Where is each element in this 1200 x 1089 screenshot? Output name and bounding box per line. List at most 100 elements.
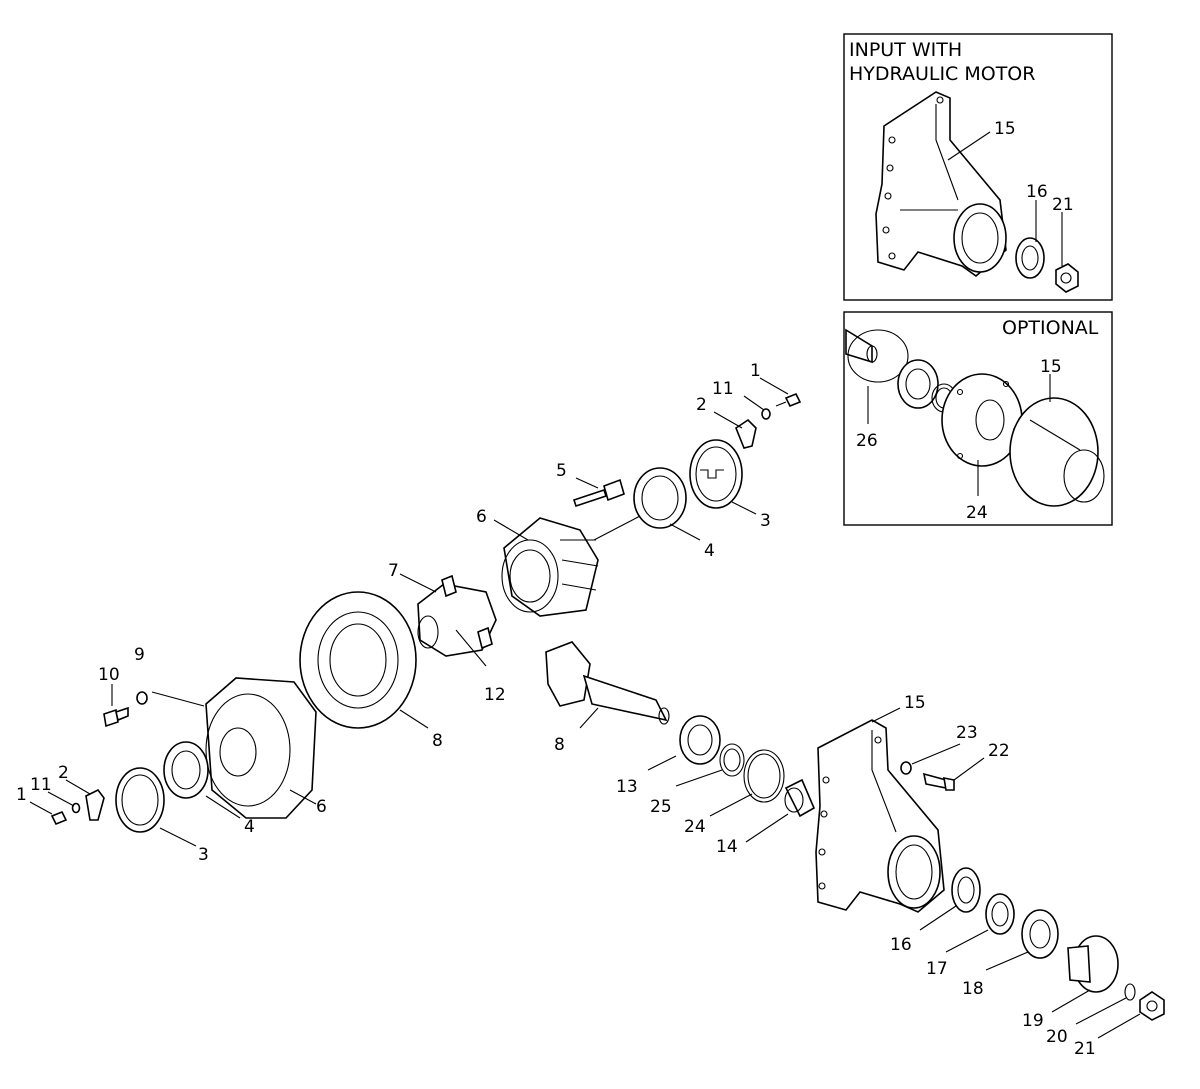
leader-l6 (289, 789, 317, 805)
leader-p13 (647, 755, 677, 771)
leader-c8a (399, 709, 429, 729)
leader-r1 (759, 377, 789, 395)
callout-h15: 15 (994, 119, 1016, 139)
ring-25 (719, 743, 745, 777)
callout-c8a: 8 (432, 731, 443, 751)
callout-o24: 24 (966, 503, 988, 523)
housing-15-main (815, 719, 945, 913)
leader-p21 (1097, 1013, 1141, 1039)
bolt-5 (572, 478, 625, 508)
callout-c12: 12 (484, 685, 506, 705)
callout-r11: 11 (712, 379, 734, 399)
callout-r5: 5 (556, 461, 567, 481)
leader-l1 (29, 801, 53, 815)
callout-r1: 1 (750, 361, 761, 381)
leader-p16 (919, 905, 957, 931)
bearing-16-main (951, 867, 981, 913)
leader-l4 (205, 795, 241, 819)
leader-p19 (1051, 989, 1091, 1013)
flange-19 (1067, 935, 1119, 993)
ring-gear-8 (299, 591, 417, 729)
hydraulic-nut-21 (1055, 263, 1079, 293)
callout-p18: 18 (962, 979, 984, 999)
callout-p21: 21 (1074, 1039, 1096, 1059)
leader-p8b (579, 707, 599, 729)
plate-2-right (735, 418, 757, 449)
callout-o15: 15 (1040, 357, 1062, 377)
callout-p24: 24 (684, 817, 706, 837)
callout-r4: 4 (704, 541, 715, 561)
callout-p22: 22 (988, 741, 1010, 761)
callout-h21: 21 (1052, 195, 1074, 215)
leader-p24 (709, 793, 753, 817)
callout-h15b: 15 (904, 693, 926, 713)
oring-20 (1124, 983, 1136, 1001)
optional-bearing (897, 359, 939, 409)
leader-p18 (985, 951, 1029, 971)
optional-oring-26 (847, 329, 909, 383)
spider-7 (417, 574, 497, 657)
inset-optional: OPTIONAL (843, 311, 1113, 526)
leader-l3 (159, 827, 197, 847)
leader-h15b (871, 707, 901, 723)
leader-p25 (675, 769, 723, 787)
callout-p25: 25 (650, 797, 672, 817)
callout-h16: 16 (1026, 182, 1048, 202)
leader-bearing-to-case (593, 515, 641, 541)
leader-c7 (399, 573, 437, 593)
bearing-4-right (633, 467, 687, 529)
pinion-8 (545, 641, 670, 725)
callout-l6: 6 (316, 797, 327, 817)
bearing-4-left (163, 741, 209, 799)
callout-p17: 17 (926, 959, 948, 979)
leader-h15 (947, 131, 991, 161)
leader-p17 (945, 929, 989, 953)
washer-11-left (71, 802, 81, 814)
right-side-assembly: 1 11 2 3 5 4 6 7 12 8 (299, 361, 802, 751)
nut-21-main (1139, 991, 1165, 1021)
leader-r2 (713, 411, 743, 429)
leader-p22 (953, 757, 985, 781)
plate-2-left (85, 788, 105, 821)
callout-r3: 3 (760, 511, 771, 531)
callout-l9: 9 (134, 645, 145, 665)
leader-r3 (731, 501, 757, 515)
inset-optional-title: OPTIONAL (1002, 317, 1099, 339)
bolt-10 (103, 706, 129, 728)
optional-shaft (845, 328, 878, 364)
ring-24 (743, 749, 785, 803)
leader-r11 (743, 395, 765, 411)
callout-r2: 2 (696, 395, 707, 415)
callout-l4: 4 (244, 817, 255, 837)
callout-p13: 13 (616, 777, 638, 797)
pinion-assembly: 8 13 25 24 14 15 23 22 16 17 18 19 20 21 (545, 641, 1165, 1059)
spacer-14 (784, 778, 816, 818)
inset-hydraulic-title-line1: INPUT WITH (849, 39, 962, 61)
bolt-22 (922, 772, 955, 791)
callout-p20: 20 (1046, 1027, 1068, 1047)
leader-r5 (575, 477, 599, 489)
ring-nut-3-right (689, 439, 743, 509)
leader-r4 (669, 523, 701, 541)
callout-l10: 10 (98, 665, 120, 685)
diff-case-6-right (501, 517, 599, 617)
callout-l1: 1 (16, 785, 27, 805)
seal-17 (985, 893, 1015, 935)
callout-p23: 23 (956, 723, 978, 743)
inset-hydraulic-title-line2: HYDRAULIC MOTOR (849, 63, 1035, 85)
leader-p23 (911, 743, 961, 765)
callout-r6: 6 (476, 507, 487, 527)
leader-l9 (151, 691, 205, 707)
callout-p8b: 8 (554, 735, 565, 755)
callout-p14: 14 (716, 837, 738, 857)
callout-l11: 11 (30, 775, 52, 795)
leader-c12 (455, 629, 487, 667)
callout-p16: 16 (890, 935, 912, 955)
hydraulic-housing-15 (875, 91, 1007, 278)
optional-housing-15 (1009, 397, 1105, 507)
washer-11-right (761, 408, 771, 420)
bolt-1-left (50, 810, 68, 826)
leader-p14 (745, 813, 789, 843)
leader-l2 (65, 779, 91, 795)
